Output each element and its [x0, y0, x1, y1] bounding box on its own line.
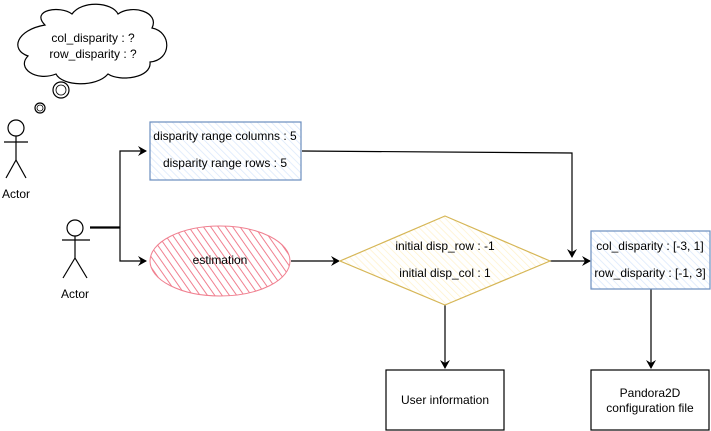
actor-main-label: Actor [61, 287, 89, 301]
decision-diamond: initial disp_row : -1 initial disp_col :… [338, 215, 552, 306]
estimation-node: estimation [149, 225, 291, 297]
cloud-line-1: col_disparity : ? [51, 31, 135, 45]
result-row-text: row_disparity : [-1, 3] [594, 266, 705, 280]
disparity-range-box: disparity range columns : 5 disparity ra… [149, 121, 302, 181]
config-file-box: Pandora2D configuration file [590, 369, 710, 431]
initial-disp-col-text: initial disp_col : 1 [399, 266, 491, 280]
disparity-result-box: col_disparity : [-3, 1] row_disparity : … [590, 230, 711, 290]
result-col-text: col_disparity : [-3, 1] [596, 239, 703, 253]
connectors [90, 146, 656, 369]
user-information-box: User information [385, 369, 505, 431]
edge-actor-to-range [90, 146, 147, 228]
initial-disp-row-text: initial disp_row : -1 [395, 239, 495, 253]
thought-cloud: col_disparity : ? row_disparity : ? [17, 3, 168, 85]
actor-main [62, 219, 90, 279]
actor-top [4, 119, 28, 179]
estimation-label: estimation [193, 253, 248, 267]
range-rows-text: disparity range rows : 5 [163, 156, 287, 170]
actor-top-label: Actor [2, 187, 30, 201]
config-file-line-2: configuration file [606, 401, 694, 415]
thought-bubble-small [34, 81, 70, 114]
config-file-line-1: Pandora2D [620, 386, 681, 400]
edge-range-to-result [301, 150, 577, 258]
cloud-line-2: row_disparity : ? [49, 47, 137, 61]
user-information-label: User information [401, 393, 489, 407]
edge-actor-to-estimation [90, 227, 147, 266]
range-columns-text: disparity range columns : 5 [153, 129, 297, 143]
